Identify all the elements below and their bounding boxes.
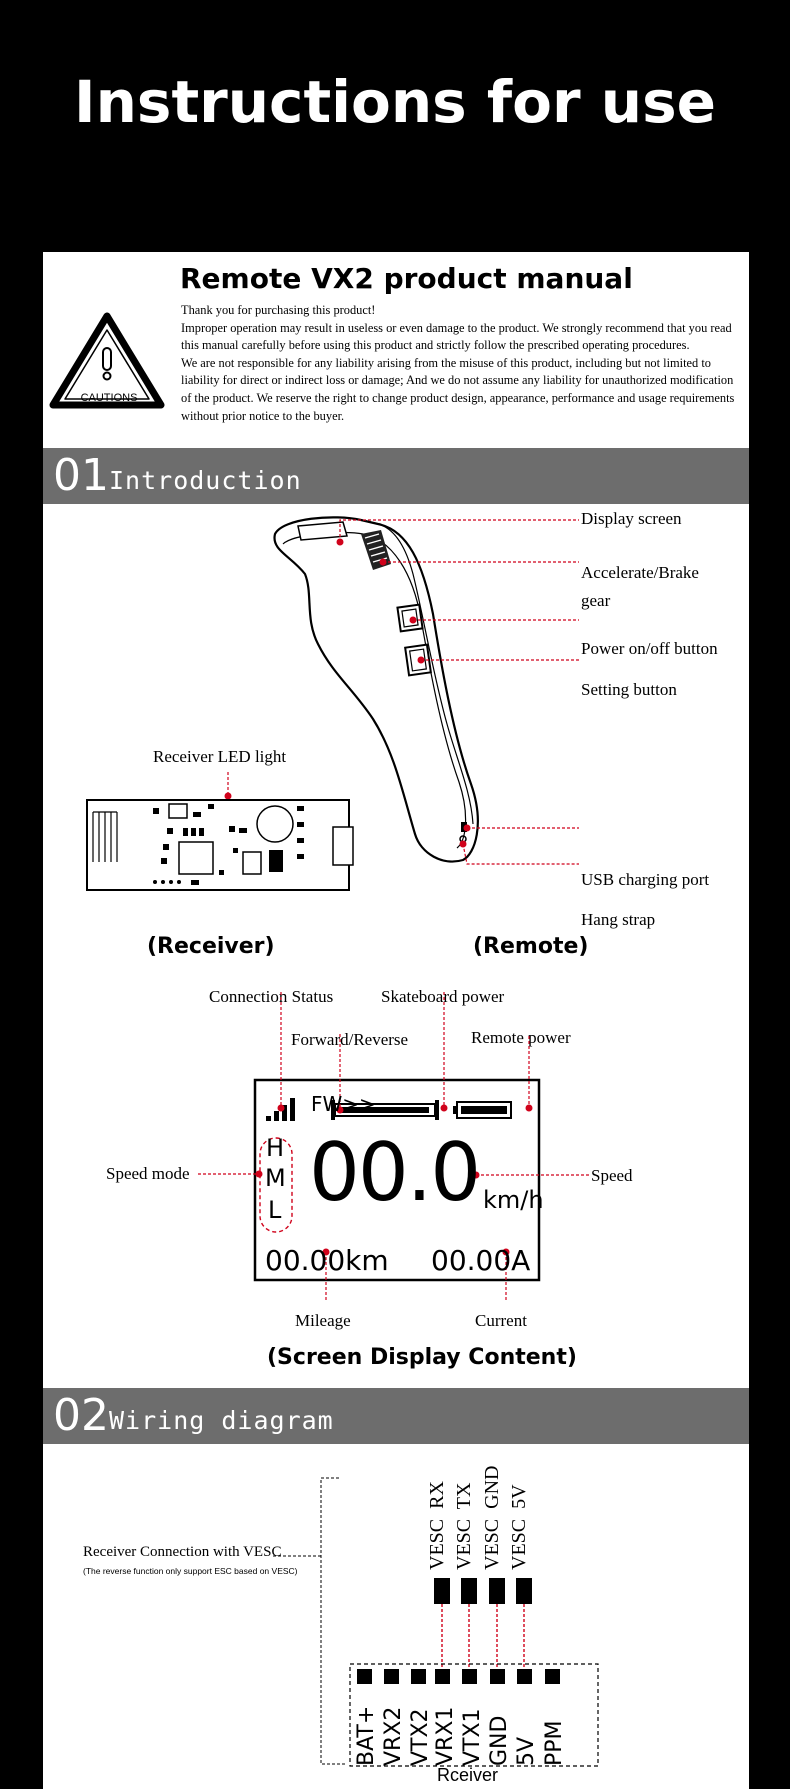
- lcd-mode-m: M: [265, 1164, 286, 1192]
- section-title: Wiring diagram: [109, 1406, 334, 1435]
- receiver-pin-label: VRX1: [433, 1706, 458, 1766]
- caution-label: CAUTIONS: [80, 392, 138, 404]
- manual-paragraph: Improper operation may result in useless…: [181, 320, 732, 353]
- label-remote-power: Remote power: [471, 1028, 571, 1047]
- label-power-button: Power on/off button: [581, 639, 718, 658]
- section-title: Introduction: [109, 466, 302, 495]
- caption-receiver: (Receiver): [147, 934, 275, 959]
- label-usb-port: USB charging port: [581, 870, 710, 889]
- section-header-introduction: 01 Introduction: [43, 448, 749, 504]
- label-skateboard-power: Skateboard power: [381, 987, 505, 1006]
- wiring-diagram: [273, 1477, 599, 1767]
- manual-title: Remote VX2 product manual: [180, 262, 633, 295]
- receiver-label: Rceiver: [437, 1765, 499, 1785]
- label-speed-mode: Speed mode: [106, 1164, 190, 1183]
- connection-note: (The reverse function only support ESC b…: [83, 1566, 298, 1576]
- label-hang-strap: Hang strap: [581, 910, 656, 929]
- lcd-mode-l: L: [268, 1196, 282, 1224]
- label-receiver-led: Receiver LED light: [153, 747, 287, 766]
- lcd-current-value: 00.00A: [431, 1244, 531, 1277]
- manual-sheet: CAUTIONS Remote VX2 product manual Thank…: [43, 252, 749, 1789]
- receiver-pin-label: GND: [487, 1715, 512, 1766]
- receiver-pin-label: BAT+: [354, 1705, 379, 1766]
- label-display-screen: Display screen: [581, 509, 682, 528]
- label-accelerate-brake-line2: gear: [581, 591, 611, 610]
- label-receiver-connection: Receiver Connection with VESC: [83, 1544, 282, 1560]
- receiver-pin-label: 5V: [514, 1736, 539, 1766]
- receiver-pin-label: VRX2: [381, 1706, 406, 1766]
- hero-title: Instructions for use: [74, 68, 716, 136]
- manual-paragraph: Thank you for purchasing this product!: [181, 303, 376, 317]
- section-header-wiring: 02 Wiring diagram: [43, 1388, 749, 1444]
- label-setting-button: Setting button: [581, 680, 677, 699]
- label-forward-reverse: Forward/Reverse: [291, 1030, 409, 1049]
- receiver-pin-label: VTX1: [460, 1708, 485, 1766]
- lcd-screen: [198, 992, 591, 1300]
- lcd-mode-h: H: [266, 1134, 285, 1162]
- section-number: 02: [53, 1390, 109, 1441]
- caution-icon: [49, 312, 165, 409]
- section-number: 01: [53, 450, 109, 501]
- remote-illustration: [273, 516, 579, 865]
- label-current: Current: [475, 1311, 527, 1330]
- receiver-pin-label: PPM: [542, 1720, 567, 1766]
- label-accelerate-brake: Accelerate/Brake: [581, 563, 699, 582]
- lcd-speed-value: 00.0: [309, 1126, 481, 1219]
- receiver-illustration: [86, 772, 354, 891]
- label-connection-status: Connection Status: [209, 987, 334, 1006]
- caption-screen-display: (Screen Display Content): [267, 1345, 577, 1370]
- caption-remote: (Remote): [473, 934, 589, 959]
- lcd-direction: FW>>: [311, 1092, 376, 1116]
- manual-body: Thank you for purchasing this product! I…: [181, 302, 741, 425]
- manual-paragraph: We are not responsible for any liability…: [181, 355, 735, 423]
- receiver-pin-label: VTX2: [408, 1708, 433, 1766]
- label-mileage: Mileage: [295, 1311, 351, 1330]
- lcd-mileage-value: 00.00km: [265, 1244, 389, 1277]
- label-speed: Speed: [591, 1166, 633, 1185]
- lcd-speed-unit: km/h: [483, 1186, 544, 1214]
